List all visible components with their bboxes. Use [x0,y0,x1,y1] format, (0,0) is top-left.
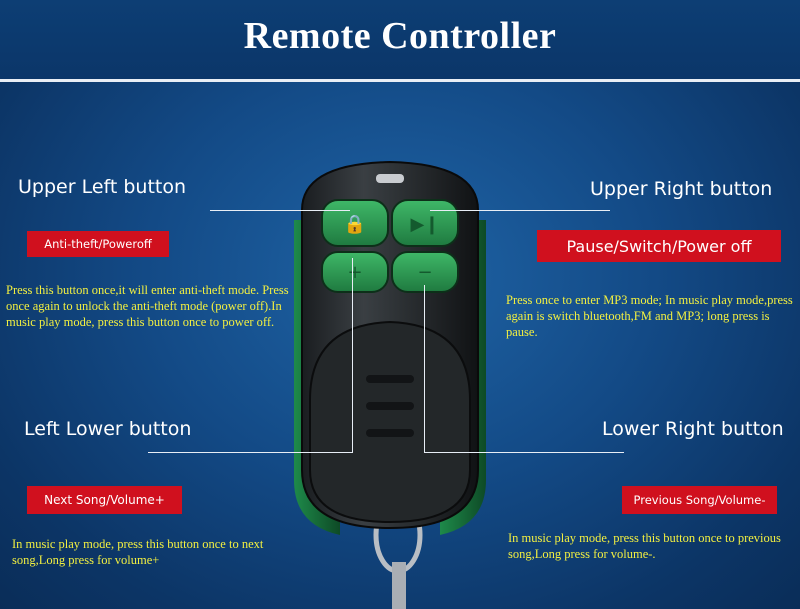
lower-right-vertical-connector [424,285,425,453]
play-pause-icon: ▶❙ [411,214,440,235]
lower-right-remote-button: − [391,251,459,293]
left-lower-connector [148,452,353,453]
upper-right-label: Upper Right button [590,178,773,200]
upper-left-label: Upper Left button [18,176,187,198]
plus-icon: + [347,262,362,283]
upper-left-badge: Anti-theft/Poweroff [27,231,169,257]
minus-icon: − [417,262,432,283]
lower-right-label: Lower Right button [602,418,784,440]
lower-right-description: In music play mode, press this button on… [508,531,781,561]
upper-right-remote-button: ▶❙ [391,199,459,247]
lower-right-connector [424,452,624,453]
upper-right-description: Press once to enter MP3 mode; In music p… [506,293,793,339]
upper-right-connector [430,210,610,211]
upper-right-badge: Pause/Switch/Power off [537,230,781,262]
title-bar: Remote Controller [0,0,800,82]
left-lower-vertical-connector [352,258,353,453]
upper-left-remote-button: 🔒 [321,199,389,247]
page-title: Remote Controller [243,15,557,57]
left-lower-badge: Next Song/Volume+ [27,486,182,514]
upper-left-connector [210,210,350,211]
left-lower-description: In music play mode, press this button on… [12,537,264,567]
remote-controller-image: 🔒 ▶❙ + − [294,160,486,609]
lower-right-badge: Previous Song/Volume- [622,486,777,514]
upper-left-description: Press this button once,it will enter ant… [6,283,289,329]
lower-left-remote-button: + [321,251,389,293]
left-lower-label: Left Lower button [24,418,192,440]
lock-icon: 🔒 [344,214,366,235]
